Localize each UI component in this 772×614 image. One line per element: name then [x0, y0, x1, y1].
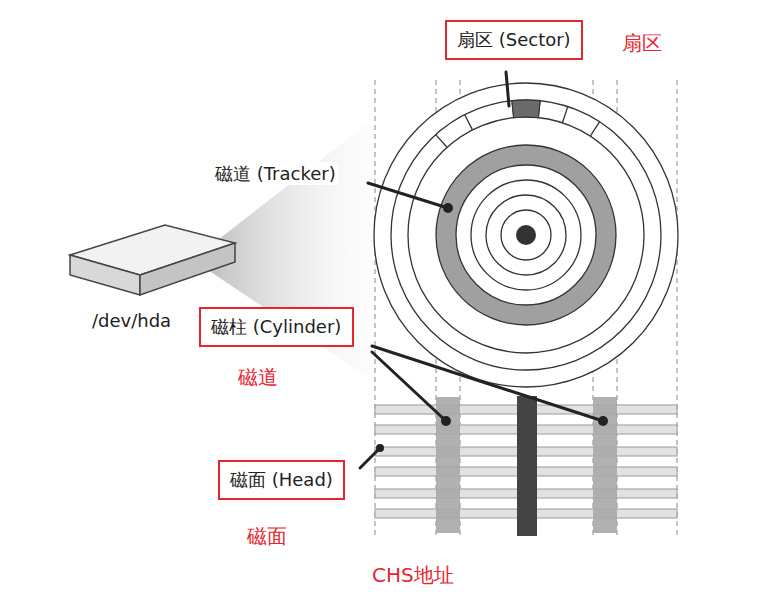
- node-label: 扇区 (Sector): [457, 28, 571, 51]
- sector-dividers: [436, 101, 600, 148]
- spindle: [517, 396, 537, 536]
- sector-segment: [512, 100, 540, 118]
- track-circles: [374, 83, 678, 387]
- leader-dots: [376, 203, 608, 452]
- track-label: 磁道 (Tracker): [213, 162, 338, 185]
- annotation: 磁道: [238, 364, 278, 390]
- annotation: CHS地址: [372, 562, 454, 588]
- leader-lines: [360, 72, 603, 468]
- annotation: 磁面: [247, 523, 287, 549]
- head-box: 磁面 (Head): [218, 460, 345, 500]
- disk-device-icon: [70, 225, 235, 295]
- annotation: 扇区: [622, 30, 662, 56]
- node-label: 磁柱 (Cylinder): [211, 315, 342, 338]
- sector-box: 扇区 (Sector): [445, 20, 583, 60]
- cylinder-box: 磁柱 (Cylinder): [199, 307, 354, 347]
- cylinder-column: [436, 397, 460, 533]
- spindle-center: [516, 225, 536, 245]
- node-label: 磁面 (Head): [230, 468, 333, 491]
- guide-lines: [375, 80, 677, 535]
- device-label: /dev/hda: [90, 309, 173, 332]
